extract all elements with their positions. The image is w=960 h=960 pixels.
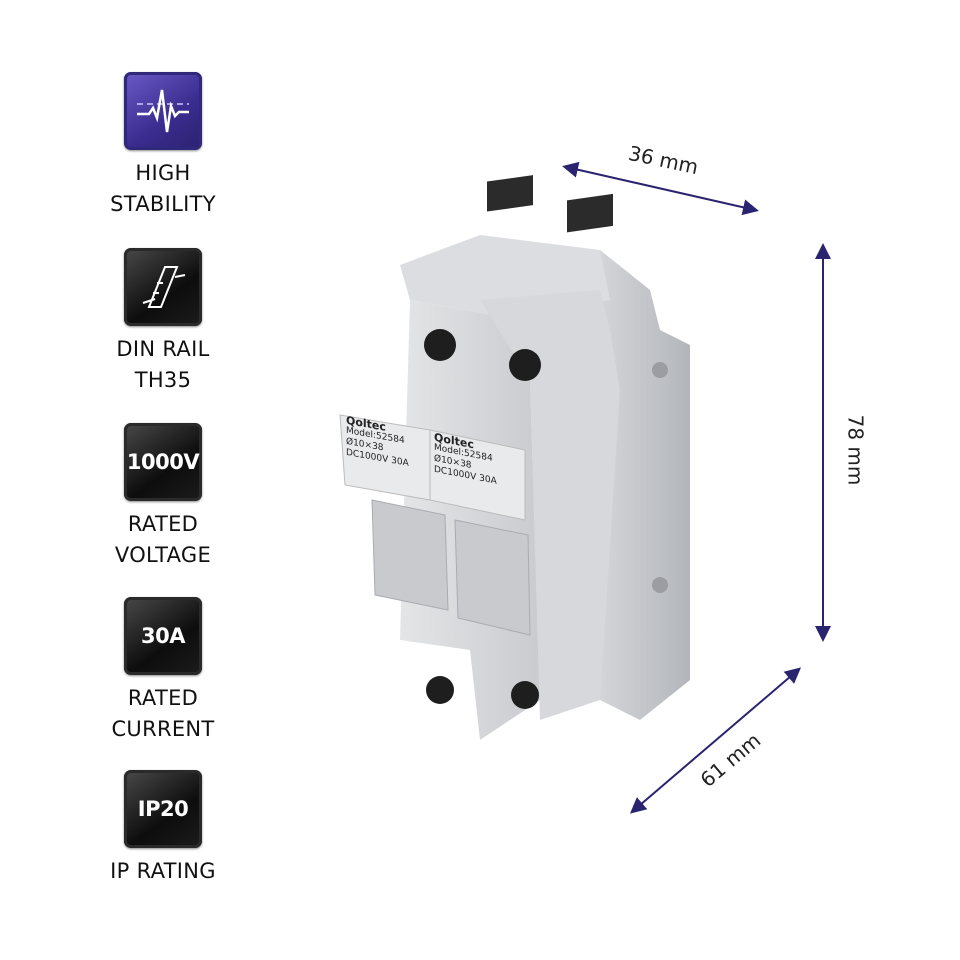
feature-label: DIN RAIL	[116, 337, 210, 361]
feature-din-rail: DIN RAIL TH35	[100, 248, 226, 396]
feature-label: CURRENT	[111, 717, 215, 741]
feature-label: IP RATING	[110, 859, 216, 883]
heartbeat-icon	[124, 72, 202, 150]
width-arrow	[562, 161, 759, 216]
din-rail-icon	[124, 248, 202, 326]
feature-rated-voltage: 1000V RATED VOLTAGE	[100, 423, 226, 571]
current-badge: 30A	[124, 597, 202, 675]
feature-label: RATED	[127, 686, 199, 710]
feature-label: VOLTAGE	[114, 543, 212, 567]
feature-ip-rating: IP20 IP RATING	[100, 770, 226, 887]
feature-high-stability: HIGH STABILITY	[100, 72, 226, 220]
feature-label: STABILITY	[110, 192, 216, 216]
feature-label: HIGH	[135, 161, 191, 185]
feature-rated-current: 30A RATED CURRENT	[100, 597, 226, 745]
height-label: 78 mm	[843, 414, 868, 486]
feature-label: RATED	[127, 512, 199, 536]
feature-label: TH35	[134, 368, 192, 392]
ip-badge: IP20	[124, 770, 202, 848]
voltage-badge: 1000V	[124, 423, 202, 501]
depth-arrow	[629, 667, 802, 814]
